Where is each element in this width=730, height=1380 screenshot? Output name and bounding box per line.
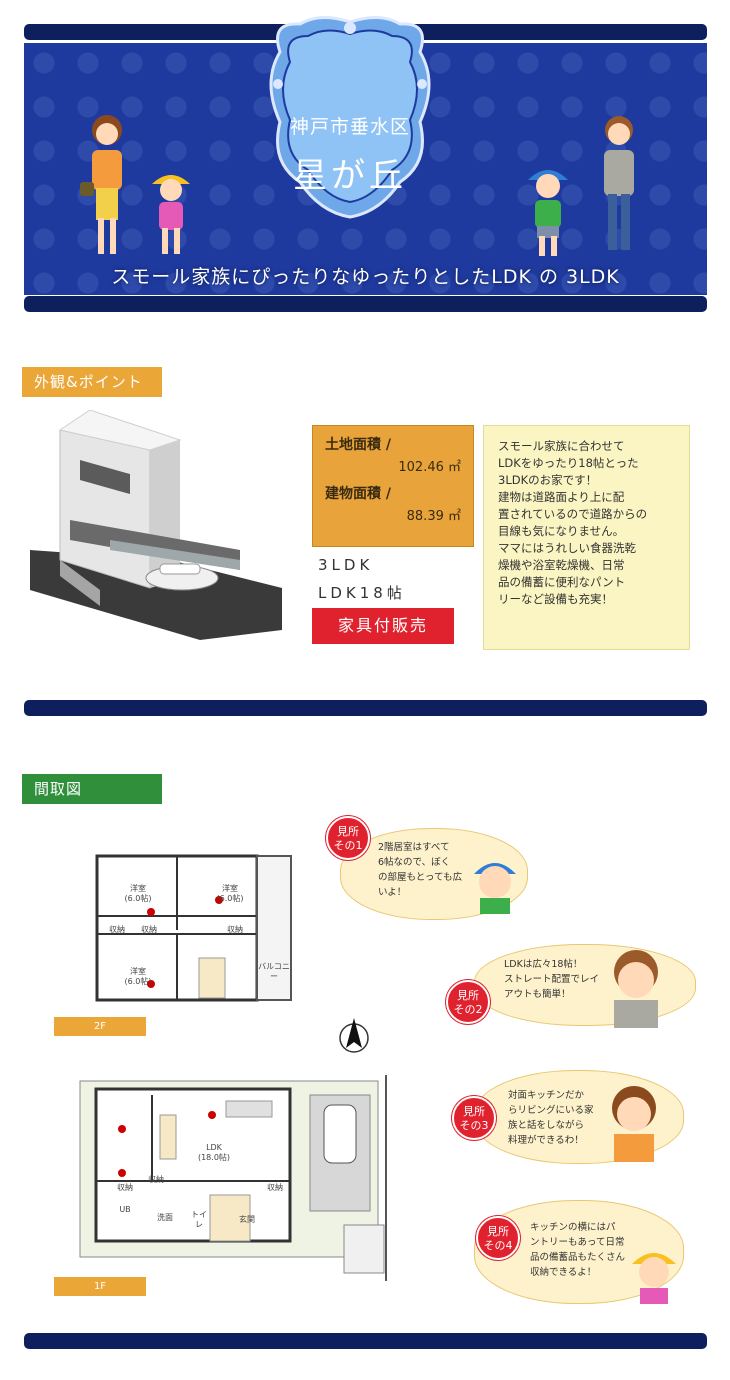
daughter-face-icon — [632, 1253, 676, 1304]
mother-illustration-icon — [80, 115, 122, 254]
feature-note: スモール家族に合わせて LDKをゆったり18帖とった 3LDKのお家です！ 建物… — [483, 425, 690, 650]
section-divider-bar — [24, 700, 707, 716]
point-badge-3: 見所 その3 — [452, 1096, 496, 1140]
son-illustration-icon — [528, 170, 568, 256]
point-text-1: 2階居室はすべて 6帖なので、ぼく の部屋もとっても広 いよ！ — [378, 842, 463, 898]
storage-label-1f-2: 収納 — [148, 1175, 164, 1184]
point-badge-4: 見所 その4 — [476, 1216, 520, 1260]
mother-face-icon — [612, 1086, 656, 1162]
house-exterior-image — [30, 410, 282, 640]
floor-2-tag: 2F — [54, 1017, 146, 1036]
toilet-label: トイレ — [191, 1210, 207, 1229]
floor-1-plan — [56, 1075, 464, 1281]
point-text-4: キッチンの横にはパ ントリーもあって日常 品の備蓄品もたくさん 収納できるよ！ — [530, 1222, 626, 1278]
banner-catchphrase: スモール家族にぴったりなゆったりとしたLDK の 3LDK — [111, 266, 620, 288]
daughter-illustration-icon — [152, 175, 190, 254]
callout-bubble-2 — [474, 944, 696, 1026]
father-face-icon — [614, 950, 658, 1028]
land-area-label: 土地面積 / — [325, 437, 391, 453]
bottom-bar — [24, 1333, 707, 1349]
father-illustration-icon — [604, 116, 634, 250]
room-label-2f-1: 洋室 (6.0帖) — [124, 884, 152, 903]
storage-label-1f-3: 収納 — [267, 1183, 283, 1192]
ldk-spec: LDK18帖 — [318, 584, 406, 602]
point-text-2: LDKは広々18帖！ ストレート配置でレイ アウトも簡単！ — [504, 959, 600, 1000]
floor-1-tag: 1F — [54, 1277, 146, 1296]
bath-label: UB — [119, 1205, 131, 1214]
son-face-icon — [474, 863, 516, 914]
balcony-label: バルコニー — [258, 962, 290, 981]
exterior-section-label: 外観&ポイント — [22, 367, 162, 397]
building-area-label: 建物面積 / — [325, 486, 391, 502]
storage-label-2f-1: 収納 — [109, 925, 125, 934]
building-area-value: 88.39 ㎡ — [406, 509, 461, 524]
room-label-2f-3: 洋室 (6.0帖) — [124, 967, 152, 986]
banner-district: 神戸市垂水区 — [289, 116, 410, 138]
north-arrow-icon — [339, 1018, 369, 1053]
room-label-2f-2: 洋室 (6.0帖) — [216, 884, 244, 903]
layout-spec: 3LDK — [318, 556, 374, 574]
furniture-included-badge: 家具付販売 — [312, 608, 454, 644]
floorplan-section-label: 間取図 — [22, 774, 162, 804]
land-area-value: 102.46 ㎡ — [398, 460, 461, 475]
entrance-label: 玄関 — [239, 1215, 255, 1224]
banner-bottom-bar — [24, 296, 707, 312]
banner-title: 星が丘 — [293, 156, 407, 196]
point-text-3: 対面キッチンだか らリビングにいる家 族と話をしながら 料理ができるわ！ — [508, 1090, 594, 1146]
point-badge-2: 見所 その2 — [446, 980, 490, 1024]
floor-2-plan — [95, 854, 292, 1002]
area-info-box: 土地面積 / 102.46 ㎡ 建物面積 / 88.39 ㎡ — [312, 425, 474, 547]
ornate-frame-icon — [269, 16, 431, 219]
washroom-label: 洗面 — [157, 1213, 173, 1222]
ldk-label: LDK (18.0帖) — [197, 1143, 231, 1162]
storage-label-2f-3: 収納 — [227, 925, 243, 934]
storage-label-2f-2: 収納 — [141, 925, 157, 934]
storage-label-1f-1: 収納 — [117, 1183, 133, 1192]
point-badge-1: 見所 その1 — [326, 816, 370, 860]
